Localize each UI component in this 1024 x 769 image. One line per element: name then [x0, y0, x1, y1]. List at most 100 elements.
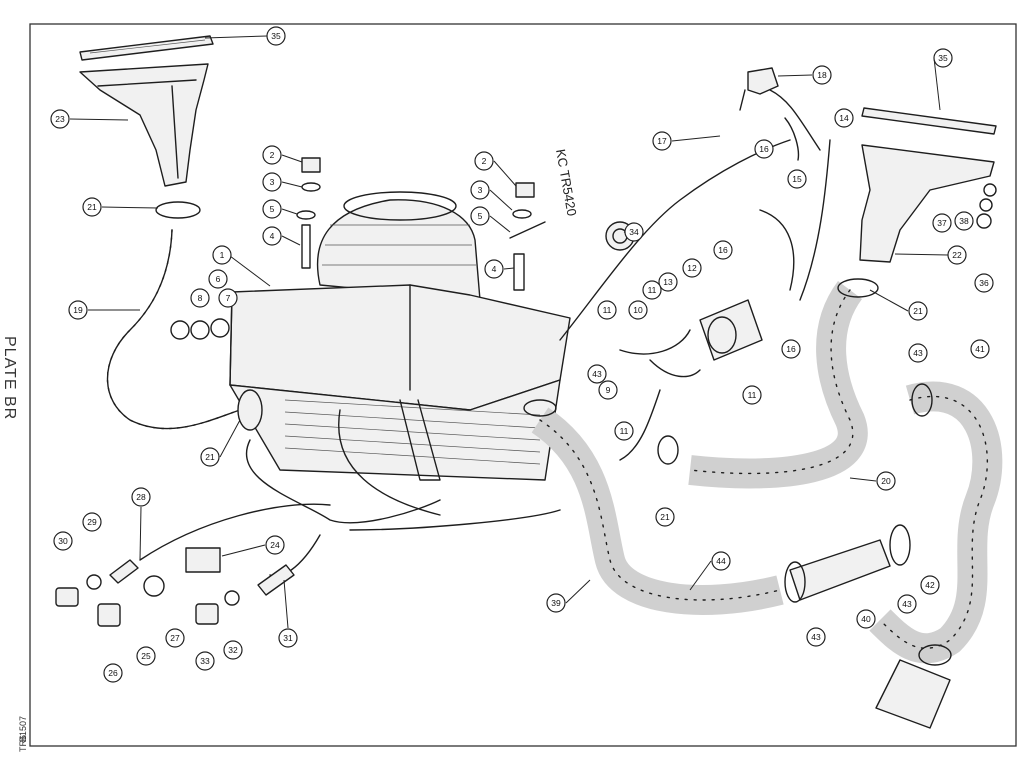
callout-15: 15 — [787, 169, 807, 189]
sheet-frame — [29, 23, 1017, 747]
callout-number: 29 — [87, 517, 97, 527]
callout-number: 3 — [478, 185, 483, 195]
callout-12: 12 — [682, 258, 702, 278]
callout-43: 43 — [897, 594, 917, 614]
plate-label: PLATE BR — [1, 336, 18, 421]
callout-16: 16 — [781, 339, 801, 359]
callout-number: 18 — [817, 70, 827, 80]
callout-40: 40 — [856, 609, 876, 629]
connector-tube-40 — [789, 539, 891, 601]
callout-number: 36 — [979, 278, 989, 288]
callout-44: 44 — [711, 551, 731, 571]
callout-33: 33 — [195, 651, 215, 671]
callout-27: 27 — [165, 628, 185, 648]
callout-number: 24 — [270, 540, 280, 550]
callout-number: 12 — [687, 263, 697, 273]
callout-number: 21 — [660, 512, 670, 522]
callout-21: 21 — [82, 197, 102, 217]
callout-6: 6 — [208, 269, 228, 289]
handwritten-note-text: KC TR5420 — [553, 148, 580, 217]
callout-number: 34 — [629, 227, 639, 237]
callout-22: 22 — [947, 245, 967, 265]
callout-30: 30 — [53, 531, 73, 551]
callout-number: 21 — [913, 306, 923, 316]
nut-washer-set-36-38 — [976, 183, 997, 229]
defroster-nozzle-left — [79, 63, 209, 187]
callout-1: 1 — [212, 245, 232, 265]
callout-number: 11 — [748, 390, 757, 400]
callout-number: 26 — [108, 668, 118, 678]
callout-number: 4 — [270, 231, 275, 241]
callout-number: 33 — [200, 656, 210, 666]
callout-38: 38 — [954, 211, 974, 231]
callout-42: 42 — [920, 575, 940, 595]
callout-11: 11 — [642, 280, 662, 300]
callout-41: 41 — [970, 339, 990, 359]
callout-number: 38 — [959, 216, 969, 226]
water-valve-18 — [739, 67, 821, 151]
callout-4: 4 — [484, 259, 504, 279]
callout-11: 11 — [597, 300, 617, 320]
callout-7: 7 — [218, 288, 238, 308]
callout-26: 26 — [103, 663, 123, 683]
callout-number: 41 — [975, 344, 985, 354]
callout-21: 21 — [908, 301, 928, 321]
callout-number: 9 — [606, 385, 611, 395]
callout-14: 14 — [834, 108, 854, 128]
flex-hose-19 — [106, 229, 241, 430]
callout-4: 4 — [262, 226, 282, 246]
callout-number: 2 — [270, 150, 275, 160]
callout-number: 40 — [861, 614, 871, 624]
callout-number: 11 — [648, 285, 657, 295]
callout-11: 11 — [614, 421, 634, 441]
callout-21: 21 — [655, 507, 675, 527]
callout-number: 4 — [492, 264, 497, 274]
callout-number: 15 — [792, 174, 802, 184]
callout-3: 3 — [470, 180, 490, 200]
callout-number: 37 — [937, 218, 947, 228]
callout-number: 43 — [902, 599, 912, 609]
callout-25: 25 — [136, 646, 156, 666]
callout-2: 2 — [262, 145, 282, 165]
callout-number: 5 — [270, 204, 275, 214]
flex-hose-41-42 — [869, 381, 1003, 664]
callout-17: 17 — [652, 131, 672, 151]
callout-43: 43 — [587, 364, 607, 384]
heater-unit — [229, 191, 571, 481]
callout-number: 3 — [270, 177, 275, 187]
callout-number: 44 — [716, 556, 726, 566]
callout-2: 2 — [474, 151, 494, 171]
callout-number: 21 — [87, 202, 97, 212]
callout-number: 39 — [551, 598, 561, 608]
callout-5: 5 — [262, 199, 282, 219]
callout-number: 13 — [663, 277, 673, 287]
hose-10 — [619, 329, 701, 378]
callout-19: 19 — [68, 300, 88, 320]
callout-28: 28 — [131, 487, 151, 507]
callout-24: 24 — [265, 535, 285, 555]
callout-number: 43 — [913, 348, 923, 358]
callout-number: 19 — [73, 305, 83, 315]
callout-number: 35 — [938, 53, 948, 63]
callout-number: 23 — [55, 114, 65, 124]
callout-number: 31 — [283, 633, 293, 643]
model-label: TR6 — [18, 734, 28, 752]
callout-35: 35 — [266, 26, 286, 46]
callout-number: 25 — [141, 651, 151, 661]
callout-8: 8 — [190, 288, 210, 308]
callout-number: 28 — [136, 492, 146, 502]
callout-5: 5 — [470, 206, 490, 226]
callout-16: 16 — [754, 139, 774, 159]
callout-number: 1 — [220, 250, 225, 260]
callout-number: 16 — [718, 245, 728, 255]
heater-hoses-14-15 — [759, 117, 831, 301]
callout-number: 30 — [58, 536, 68, 546]
defroster-strip-right — [861, 107, 997, 135]
callout-number: 17 — [657, 136, 667, 146]
callout-34: 34 — [624, 222, 644, 242]
callout-number: 2 — [482, 156, 487, 166]
callout-13: 13 — [658, 272, 678, 292]
callout-number: 7 — [226, 293, 231, 303]
handwritten-note: KC TR5420 — [553, 148, 580, 217]
